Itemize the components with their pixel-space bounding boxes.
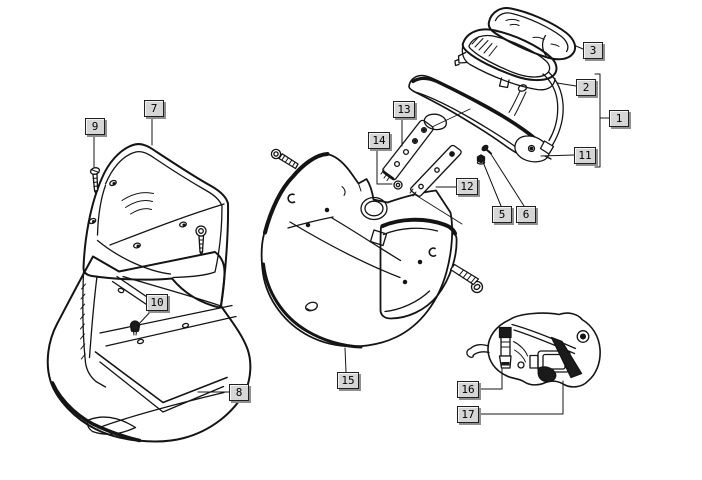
cover-bolt-right xyxy=(449,263,484,294)
part-callout-15[interactable]: 15 xyxy=(337,372,359,389)
alignment-line xyxy=(413,108,471,225)
washer xyxy=(393,180,403,190)
part-callout-3[interactable]: 3 xyxy=(583,42,603,59)
nut xyxy=(476,154,486,165)
part-callout-9[interactable]: 9 xyxy=(85,118,105,135)
part-callout-10[interactable]: 10 xyxy=(146,294,168,311)
part-callout-6[interactable]: 6 xyxy=(516,206,536,223)
mount-plate-right xyxy=(409,144,462,197)
part-callout-7[interactable]: 7 xyxy=(144,100,164,117)
part-callout-11[interactable]: 11 xyxy=(574,147,596,164)
speedometer-glass-part xyxy=(487,7,577,61)
part-callout-17[interactable]: 17 xyxy=(457,406,479,423)
part-callout-2[interactable]: 2 xyxy=(576,79,596,96)
mount-plate-left xyxy=(380,119,434,181)
windscreen-screw-left xyxy=(89,167,101,195)
speedometer-part xyxy=(454,28,558,116)
part-callout-8[interactable]: 8 xyxy=(229,384,249,401)
part-callout-13[interactable]: 13 xyxy=(393,101,415,118)
cover-screw-top xyxy=(270,148,299,170)
cover-right-wing xyxy=(379,217,458,320)
odometer-drive-assembly xyxy=(466,312,601,388)
windscreen-holes xyxy=(88,179,187,249)
part-callout-5[interactable]: 5 xyxy=(492,206,512,223)
instrument-support-part xyxy=(408,71,564,163)
windscreen-part xyxy=(79,143,230,388)
part-callout-1[interactable]: 1 xyxy=(609,110,629,127)
windscreen-screw-right xyxy=(195,225,207,256)
part-callout-12[interactable]: 12 xyxy=(456,178,478,195)
bracket-group-1 xyxy=(594,73,610,168)
part-callout-16[interactable]: 16 xyxy=(457,381,479,398)
part-callout-14[interactable]: 14 xyxy=(368,132,390,149)
handlebar-cover-part xyxy=(260,152,458,349)
rivet xyxy=(129,320,141,336)
leader-lines xyxy=(93,45,610,415)
front-shield-part xyxy=(46,251,252,443)
